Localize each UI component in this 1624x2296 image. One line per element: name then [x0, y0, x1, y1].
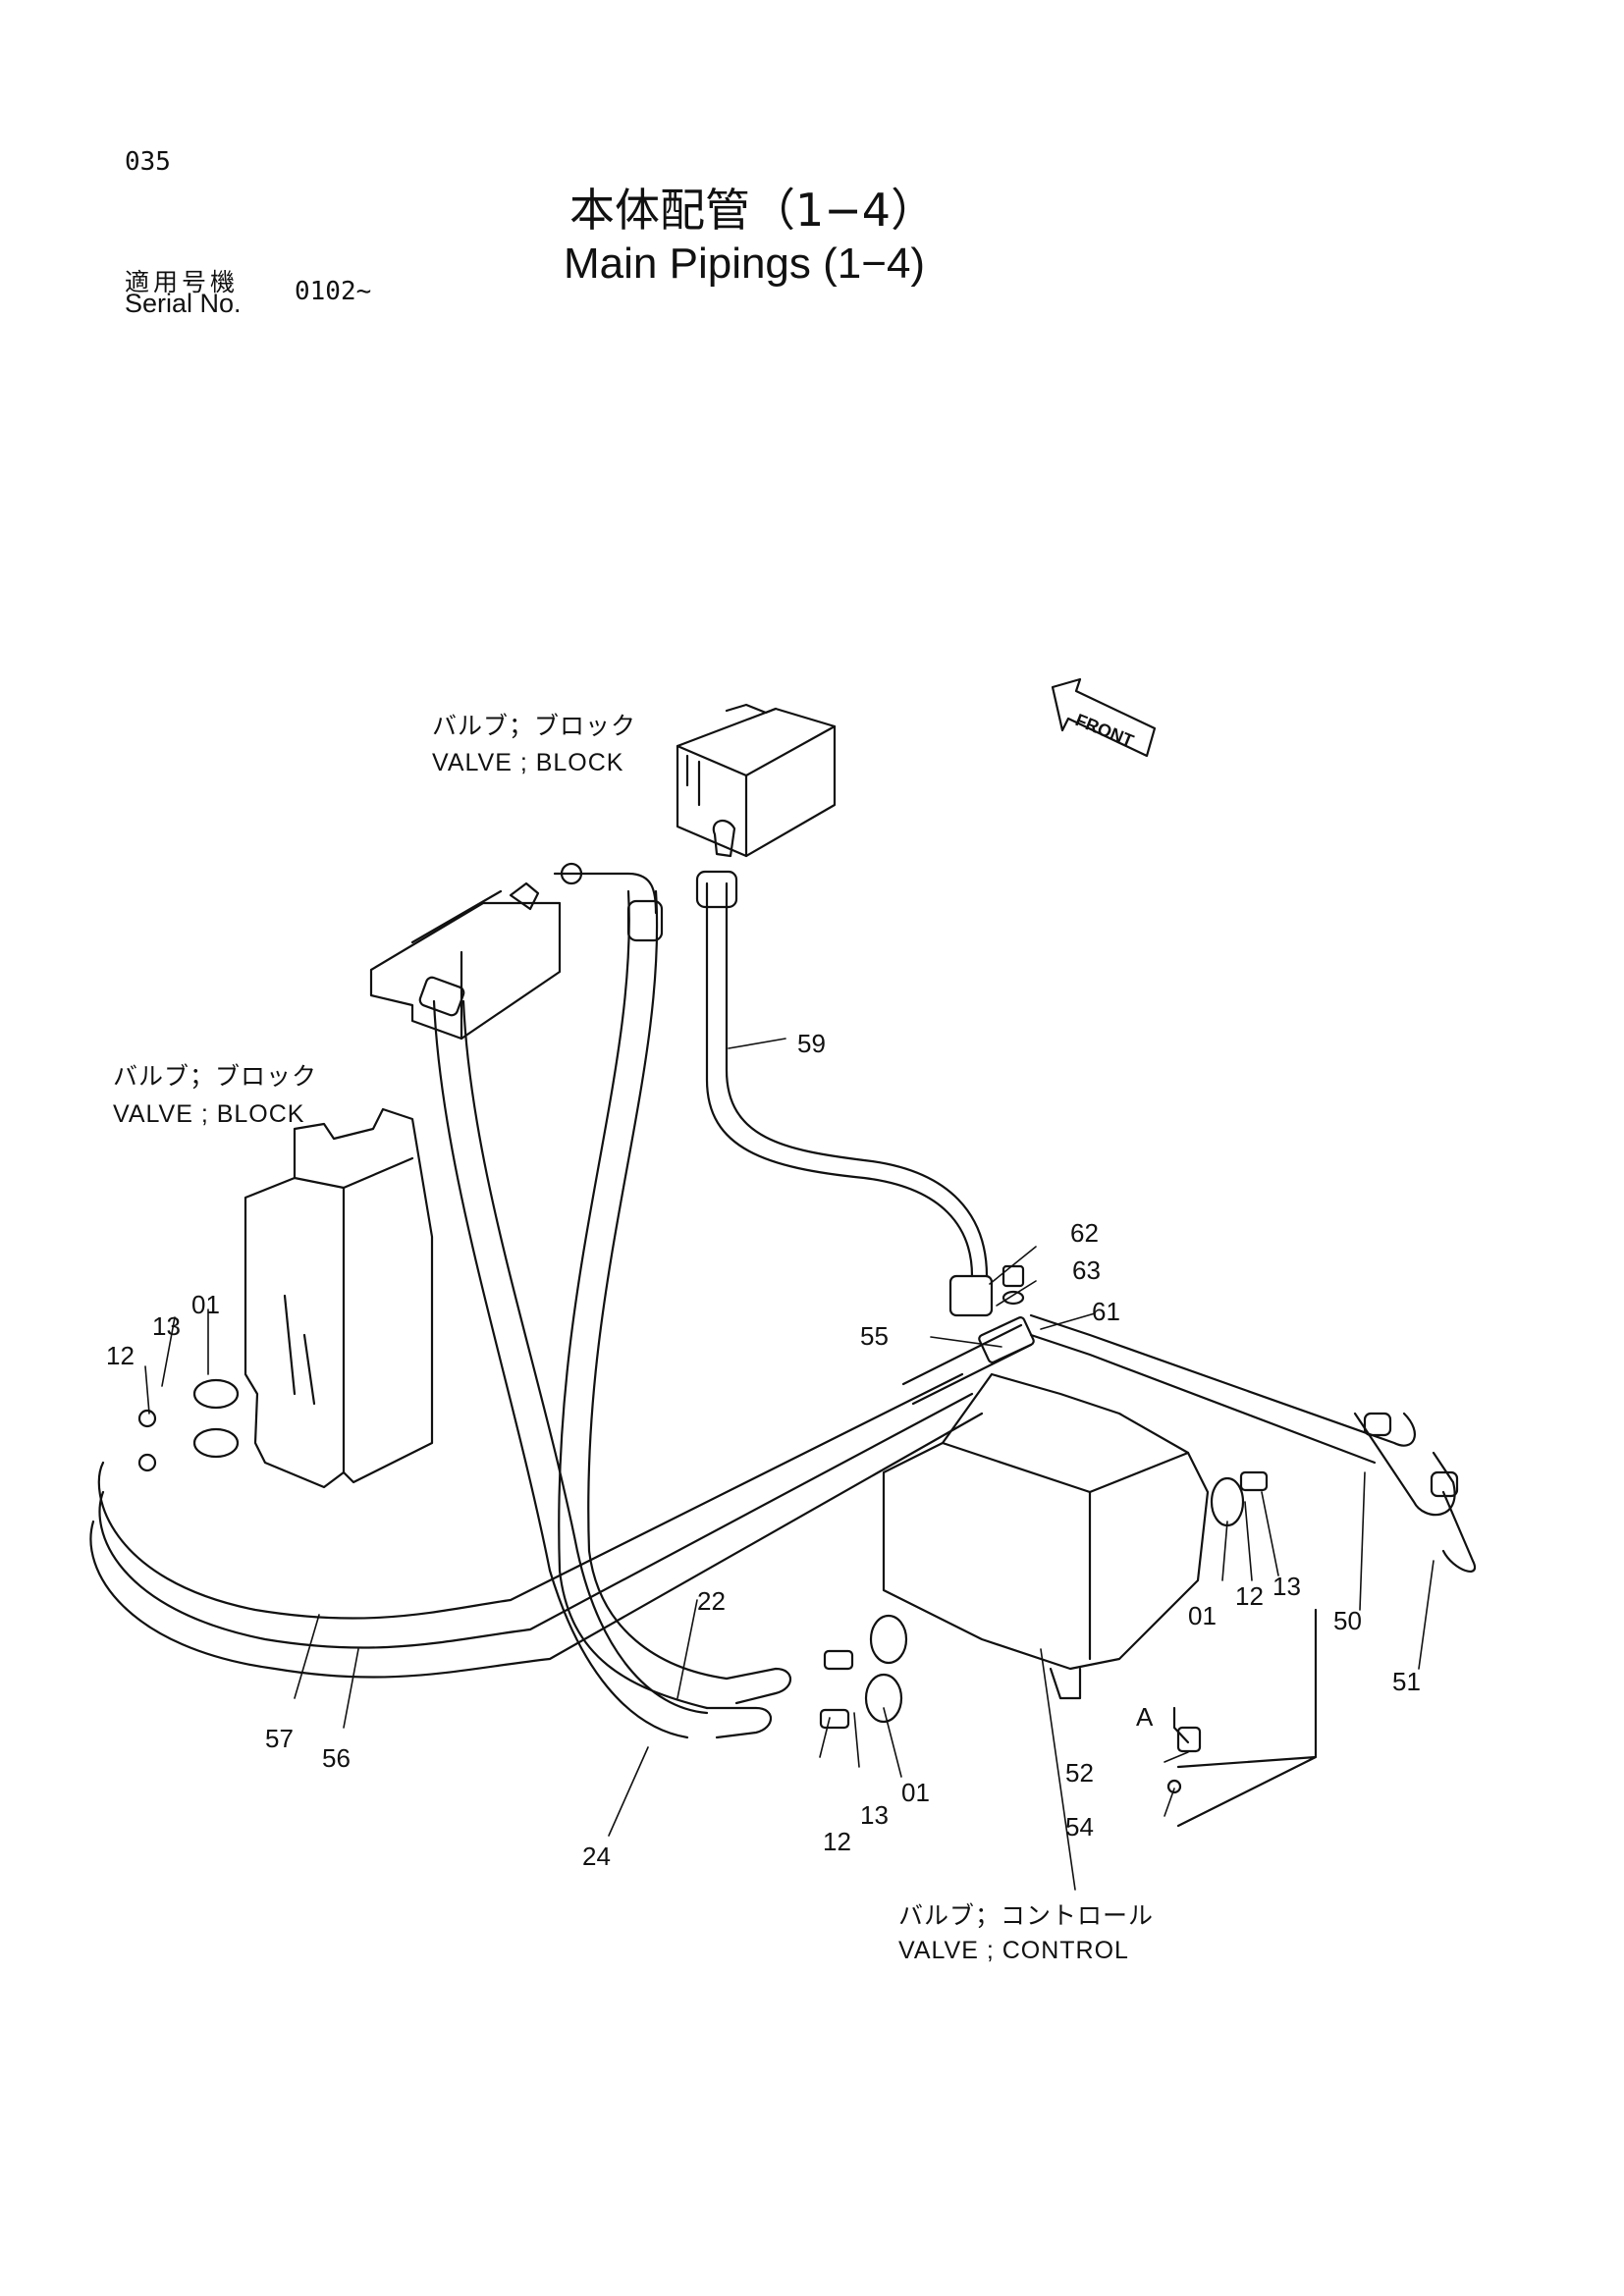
- part-50: 50: [1333, 1606, 1362, 1635]
- front-arrow-icon: FRONT: [1051, 677, 1157, 758]
- valve-control: [882, 1372, 1210, 1700]
- valve-block-left: [244, 1107, 434, 1489]
- part-13b: 13: [860, 1800, 889, 1830]
- part-55: 55: [860, 1321, 889, 1351]
- part-63: 63: [1072, 1255, 1101, 1285]
- part-61: 61: [1092, 1297, 1120, 1326]
- part-52: 52: [1065, 1758, 1094, 1788]
- part-24: 24: [582, 1842, 611, 1871]
- part-12a: 12: [106, 1341, 135, 1370]
- page-number: 035: [125, 147, 171, 177]
- flange-right: [1210, 1470, 1269, 1527]
- hose-59: [695, 870, 994, 1317]
- valve-block-small: [369, 862, 583, 1041]
- part-59: 59: [797, 1029, 826, 1058]
- page-title-jp: 本体配管（1−4）: [569, 184, 937, 237]
- part-62: 62: [1070, 1218, 1099, 1248]
- serial-value: 0102∼: [295, 277, 372, 306]
- caption-valve-control-en: VALVE ; CONTROL: [898, 1937, 1129, 1964]
- part-01a: 01: [191, 1290, 220, 1319]
- fitting-61: [978, 1264, 1035, 1363]
- part-22: 22: [697, 1586, 726, 1616]
- flange-left-upper: [137, 1378, 240, 1472]
- pipes-56-57: [89, 1323, 1033, 1679]
- caption-valve-control-jp: バルブ；コントロール: [898, 1902, 1154, 1930]
- part-13c: 13: [1272, 1572, 1301, 1601]
- part-01b: 01: [901, 1778, 930, 1807]
- caption-valve-block-left-jp: バルブ；ブロック: [113, 1063, 317, 1091]
- part-13a: 13: [152, 1311, 181, 1341]
- serial-label-en: Serial No.: [125, 289, 242, 318]
- leader-lines: [144, 1038, 1435, 1891]
- serial-label-jp: 適用号機: [125, 268, 240, 296]
- part-56: 56: [322, 1743, 351, 1773]
- part-01c: 01: [1188, 1601, 1217, 1630]
- detail-a-label: A: [1136, 1702, 1154, 1732]
- caption-valve-block-top-en: VALVE ; BLOCK: [432, 749, 623, 776]
- part-12c: 12: [1235, 1581, 1264, 1611]
- part-51: 51: [1392, 1667, 1421, 1696]
- hoses-22-24: [418, 872, 792, 1739]
- page-title-en: Main Pipings (1−4): [564, 240, 926, 288]
- fitting-52-detail-a: [1166, 1608, 1318, 1828]
- flange-center: [819, 1614, 908, 1730]
- caption-valve-block-left-en: VALVE ; BLOCK: [113, 1100, 304, 1128]
- pipes-50-51: [1029, 1313, 1477, 1573]
- part-57: 57: [265, 1724, 294, 1753]
- valve-block-top: [676, 703, 837, 858]
- part-54: 54: [1065, 1812, 1094, 1842]
- caption-valve-block-top-jp: バルブ；ブロック: [432, 713, 636, 740]
- part-12b: 12: [823, 1827, 851, 1856]
